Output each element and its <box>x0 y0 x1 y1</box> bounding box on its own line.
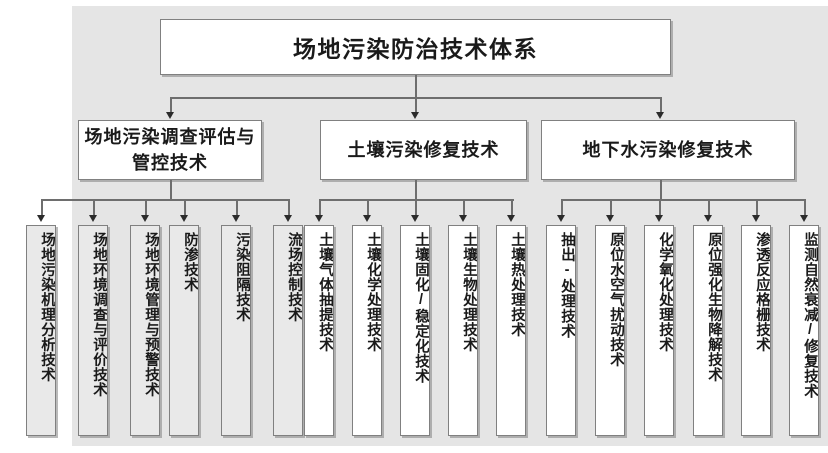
connector-l2c-drop <box>660 97 662 113</box>
connector-c-drop-6 <box>804 199 806 216</box>
leaf-node: 场地环境管理与预警技术 <box>130 225 160 436</box>
arrow-l2b <box>411 112 419 119</box>
arrow-a-5 <box>232 215 240 222</box>
connector-l2a-drop <box>170 97 172 113</box>
arrow-l2a <box>166 112 174 119</box>
leaf-node: 土壤气体抽提技术 <box>304 225 334 436</box>
connector-b-drop-1 <box>319 199 321 216</box>
arrow-b-5 <box>507 215 515 222</box>
branch-node-groundwater: 地下水污染修复技术 <box>541 120 795 180</box>
connector-a-stem <box>170 180 172 200</box>
arrow-c-2 <box>606 215 614 222</box>
connector-b-bus <box>319 199 514 201</box>
branch-node-investigation: 场地污染调查评估与管控技术 <box>78 120 262 180</box>
leaf-node: 监测自然衰减/修复技术 <box>789 225 819 436</box>
connector-a-drop-6 <box>288 199 290 216</box>
arrow-a-6 <box>284 215 292 222</box>
connector-a-drop-3 <box>145 199 147 216</box>
connector-a-drop-5 <box>236 199 238 216</box>
arrow-c-6 <box>800 215 808 222</box>
leaf-node: 土壤热处理技术 <box>496 225 526 436</box>
arrow-b-1 <box>315 215 323 222</box>
connector-c-drop-5 <box>756 199 758 216</box>
connector-b-drop-4 <box>463 199 465 216</box>
leaf-node: 渗透反应格栅技术 <box>741 225 771 436</box>
connector-b-drop-5 <box>511 199 513 216</box>
connector-c-drop-2 <box>610 199 612 216</box>
arrow-a-2 <box>89 215 97 222</box>
arrow-c-1 <box>557 215 565 222</box>
connector-a-drop-1 <box>41 199 43 216</box>
leaf-node: 化学氧化处理技术 <box>644 225 674 436</box>
arrow-b-2 <box>363 215 371 222</box>
connector-c-drop-1 <box>561 199 563 216</box>
leaf-node: 原位水空气扰动技术 <box>595 225 625 436</box>
leaf-node: 流场控制技术 <box>273 225 303 436</box>
connector-l2b-drop <box>415 97 417 113</box>
arrow-a-3 <box>141 215 149 222</box>
connector-root-stem <box>415 75 417 98</box>
leaf-node: 场地污染机理分析技术 <box>26 225 56 436</box>
connector-c-stem <box>660 180 662 200</box>
root-node: 场地污染防治技术体系 <box>160 19 671 75</box>
arrow-b-3 <box>411 215 419 222</box>
connector-a-drop-2 <box>93 199 95 216</box>
connector-c-drop-3 <box>659 199 661 216</box>
leaf-node: 土壤化学处理技术 <box>352 225 382 436</box>
arrow-a-1 <box>37 215 45 222</box>
arrow-l2c <box>656 112 664 119</box>
connector-a-bus <box>41 199 288 201</box>
branch-node-soil: 土壤污染修复技术 <box>320 120 527 180</box>
leaf-node: 土壤生物处理技术 <box>448 225 478 436</box>
connector-c-bus <box>561 199 804 201</box>
leaf-node: 土壤固化/稳定化技术 <box>400 225 430 436</box>
leaf-node: 原位强化生物降解技术 <box>693 225 723 436</box>
leaf-node: 抽出-处理技术 <box>546 225 576 436</box>
arrow-a-4 <box>180 215 188 222</box>
arrow-c-3 <box>655 215 663 222</box>
connector-b-stem <box>415 180 417 200</box>
arrow-b-4 <box>459 215 467 222</box>
leaf-node: 场地环境调查与评价技术 <box>78 225 108 436</box>
connector-b-drop-2 <box>367 199 369 216</box>
leaf-node: 污染阻隔技术 <box>221 225 251 436</box>
connector-a-drop-4 <box>184 199 186 216</box>
connector-b-drop-3 <box>415 199 417 216</box>
connector-c-drop-4 <box>708 199 710 216</box>
arrow-c-4 <box>704 215 712 222</box>
arrow-c-5 <box>752 215 760 222</box>
leaf-node: 防渗技术 <box>169 225 199 436</box>
